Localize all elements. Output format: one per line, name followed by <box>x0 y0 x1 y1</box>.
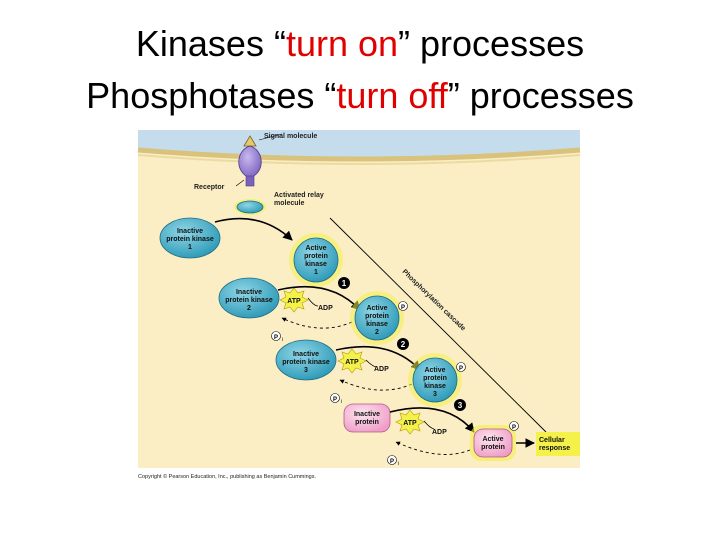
inactive-kinase-2-line-3: 2 <box>247 305 251 312</box>
inactive-kinase-1-line-3: 1 <box>188 244 192 251</box>
activation-arrow-1 <box>214 217 293 241</box>
active-kinase-2 <box>354 295 400 341</box>
phosphate-pi-3-sub: i <box>398 461 399 467</box>
active-protein-line-2: protein <box>481 444 505 451</box>
dephosphorylation-arrow-2 <box>339 379 413 391</box>
inactive-kinase-3-line-1: Inactive <box>293 351 319 358</box>
active-kinase-1-line-1: Active <box>305 245 326 252</box>
atp-label-1: ATP <box>287 298 301 305</box>
cellular-response-line-2: response <box>539 445 570 452</box>
activated-relay-molecule <box>236 200 264 214</box>
step-3-marker: 3 <box>458 401 463 410</box>
phosphate-pi-1-sub: i <box>282 337 283 343</box>
inactive-protein-line-2: protein <box>355 419 379 426</box>
phosphate-pi-3: P <box>390 459 394 465</box>
adp-label-1: ADP <box>318 305 333 312</box>
phosphate-on-active-protein: P <box>512 425 516 431</box>
phosphate-pi-2: P <box>333 397 337 403</box>
inactive-kinase-3 <box>275 339 337 381</box>
active-kinase-1-line-4: 1 <box>314 269 318 276</box>
relay-label-line-1: Activated relay <box>274 192 324 199</box>
active-kinase-3-line-3: kinase <box>424 383 446 390</box>
title-line-1-suffix: ” processes <box>398 23 585 64</box>
step-2-marker: 2 <box>401 340 406 349</box>
inactive-protein <box>343 403 391 433</box>
atp-label-3: ATP <box>403 420 417 427</box>
active-kinase-2-line-3: kinase <box>366 321 388 328</box>
dephosphorylation-arrow-1 <box>281 317 353 329</box>
title-turn-on-highlight: turn on <box>285 23 399 64</box>
inactive-kinase-2 <box>218 277 280 319</box>
copyright-notice: Copyright © Pearson Education, Inc., pub… <box>138 473 316 480</box>
inactive-kinase-3-line-2: protein kinase <box>282 359 330 366</box>
inactive-kinase-1-line-2: protein kinase <box>166 236 214 243</box>
active-kinase-2-line-2: protein <box>365 313 389 320</box>
active-kinase-2-line-1: Active <box>366 305 387 312</box>
title-turn-off-highlight: turn off <box>336 75 448 116</box>
title-line-1-prefix: Kinases “ <box>135 23 286 64</box>
title-line-2: Phosphotases “turn off” processes <box>0 74 720 118</box>
atp-burst-1 <box>279 287 309 313</box>
inactive-kinase-1 <box>159 217 221 259</box>
signal-molecule-label: Signal molecule <box>264 133 317 140</box>
phosphate-on-kinase-3: P <box>459 366 463 372</box>
step-1-marker: 1 <box>342 279 347 288</box>
active-protein <box>473 428 513 458</box>
dephosphorylation-arrow-3 <box>395 441 471 455</box>
phosphate-on-kinase-2: P <box>401 305 405 311</box>
phosphate-pi-1: P <box>274 335 278 341</box>
inactive-kinase-2-line-1: Inactive <box>236 289 262 296</box>
title-line-1: Kinases “turn on” processes <box>0 22 720 66</box>
active-kinase-1 <box>293 237 339 283</box>
cellular-response-box <box>536 432 580 456</box>
active-kinase-2-line-4: 2 <box>375 329 379 336</box>
cascade-diagonal <box>329 217 547 433</box>
phosphate-pi-2-sub: i <box>341 399 342 405</box>
active-kinase-1-line-3: kinase <box>305 261 327 268</box>
active-kinase-1-line-2: protein <box>304 253 328 260</box>
title-line-2-prefix: Phosphotases “ <box>86 75 337 116</box>
cellular-response-line-1: Cellular <box>539 437 565 444</box>
inactive-kinase-3-line-3: 3 <box>304 367 308 374</box>
atp-burst-3 <box>395 409 425 435</box>
receptor-label: Receptor <box>194 184 225 191</box>
relay-label-line-2: molecule <box>274 200 304 207</box>
atp-label-2: ATP <box>345 359 359 366</box>
active-kinase-3-line-4: 3 <box>433 391 437 398</box>
title-line-2-suffix: ” processes <box>447 75 634 116</box>
active-kinase-3-line-1: Active <box>424 367 445 374</box>
plasma-membrane <box>137 147 581 162</box>
active-kinase-3 <box>412 357 458 403</box>
inactive-kinase-2-line-2: protein kinase <box>225 297 273 304</box>
inactive-protein-line-1: Inactive <box>354 411 380 418</box>
atp-burst-2 <box>337 348 367 374</box>
adp-label-3: ADP <box>432 429 447 436</box>
active-kinase-3-line-2: protein <box>423 375 447 382</box>
active-protein-line-1: Active <box>482 436 503 443</box>
inactive-kinase-1-line-1: Inactive <box>177 228 203 235</box>
adp-label-2: ADP <box>374 366 389 373</box>
